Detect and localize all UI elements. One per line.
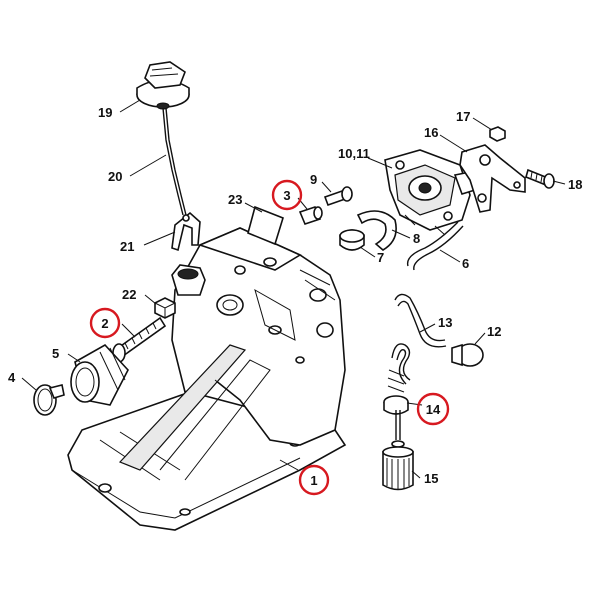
label-part-1: 1 <box>310 473 317 488</box>
purge-bulb-12-drawing <box>451 343 484 367</box>
gasket-drawing <box>247 205 284 246</box>
label-part-8: 8 <box>413 231 420 246</box>
label-part-16: 16 <box>424 125 438 140</box>
nut-22-drawing <box>154 297 176 319</box>
spacer-7-drawing <box>339 229 365 251</box>
label-part-15: 15 <box>424 471 438 486</box>
fuel-line-13-drawing <box>394 293 447 348</box>
label-part-19: 19 <box>98 105 112 120</box>
label-part-20: 20 <box>108 169 122 184</box>
label-part-12: 12 <box>487 324 501 339</box>
fuel-pickup-14-drawing <box>383 343 411 440</box>
label-part-21: 21 <box>120 239 134 254</box>
sleeve-3-drawing <box>298 206 323 225</box>
highlight-markers <box>89 179 450 496</box>
label-part-9: 9 <box>310 172 317 187</box>
label-part-23: 23 <box>228 192 242 207</box>
tank-housing-drawing <box>67 227 347 531</box>
fuel-hose-6-drawing <box>406 221 464 271</box>
label-part-22: 22 <box>122 287 136 302</box>
label-part-7: 7 <box>377 250 384 265</box>
screw-18-drawing <box>525 168 555 189</box>
leader-lines <box>21 99 566 479</box>
fuel-cap-drawing <box>136 61 190 110</box>
highlight-circle-p1 <box>298 464 330 496</box>
label-part-10-11: 10,11 <box>338 146 370 161</box>
label-part-2: 2 <box>101 316 108 331</box>
plate-16-drawing <box>459 144 526 213</box>
label-part-4: 4 <box>8 370 16 385</box>
gasket-8-drawing <box>356 210 397 251</box>
label-part-17: 17 <box>456 109 470 124</box>
screw-9-drawing <box>323 186 353 207</box>
bolt-2-drawing <box>112 316 167 363</box>
label-part-5: 5 <box>52 346 59 361</box>
label-part-3: 3 <box>283 188 290 203</box>
label-part-14: 14 <box>426 402 441 417</box>
label-part-18: 18 <box>568 177 582 192</box>
fuel-filter-15-drawing <box>382 440 414 491</box>
intake-boot-drawing <box>70 343 129 406</box>
label-part-13: 13 <box>438 315 452 330</box>
nut-17-drawing <box>489 126 506 142</box>
highlight-circle-p14 <box>416 392 450 426</box>
highlight-circle-p2 <box>89 307 121 339</box>
part-number-labels: 19 20 21 22 2 5 4 23 3 9 10,11 7 8 6 16 … <box>8 105 582 488</box>
cap-strap-drawing <box>162 107 187 216</box>
highlight-circle-p3 <box>271 179 303 211</box>
strap-bracket-drawing <box>171 211 201 252</box>
label-part-6: 6 <box>462 256 469 271</box>
hose-clamp-drawing <box>33 384 65 416</box>
